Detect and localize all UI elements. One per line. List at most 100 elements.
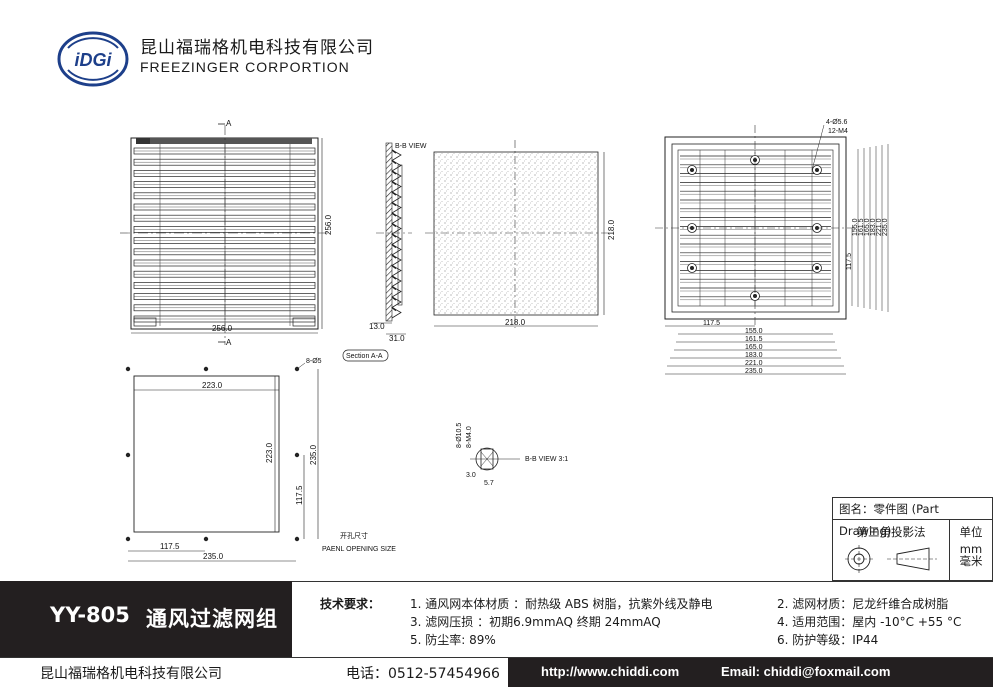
- footer-email-link[interactable]: Email: chiddi@foxmail.com: [721, 664, 891, 679]
- spec-item-4: 4. 适用范围：屋内 -10°C +55 °C: [777, 615, 962, 629]
- rear-height-dim: 235.0: [882, 218, 889, 236]
- section-louver-hatch: [391, 212, 397, 217]
- rear-width-dim: 165.0: [745, 344, 763, 351]
- rear-height-dim: 117.5: [846, 253, 853, 270]
- rear-mount-hole-center: [815, 266, 819, 270]
- legend-projection-label: 第三角投影法: [856, 525, 926, 539]
- technical-drawing: A A 256.0 256.0 B-B VIEW 13.0 31.0 Secti…: [120, 119, 889, 562]
- section-louver-hatch: [391, 285, 397, 291]
- cutout-half-height: 117.5: [295, 485, 304, 505]
- specs-label: 技术要求：: [320, 597, 381, 611]
- detail-label: B-B VIEW 3:1: [525, 456, 568, 463]
- company-logo: iDGi: [57, 31, 129, 87]
- front-tab-left: [133, 317, 157, 327]
- section-louver-hatch: [391, 191, 397, 196]
- filter-width-dim: 218.0: [505, 318, 526, 327]
- logo-text: iDGi: [74, 50, 112, 70]
- cutout-half-width: 117.5: [160, 542, 180, 551]
- section-view: B-B VIEW 13.0 31.0 Section A-A: [342, 142, 427, 362]
- cutout-inner-width: 223.0: [202, 381, 223, 390]
- cutout-view: 223.0 223.0 235.0 117.5 117.5 235.0 8-Ø5…: [125, 358, 396, 562]
- rear-width-dim: 155.0: [745, 328, 763, 335]
- section-louver-profile: [391, 149, 402, 319]
- rear-width-dim: 117.5: [703, 320, 720, 327]
- rear-height-dim: 221.0: [876, 218, 883, 236]
- rear-height-dim: 155.0: [852, 218, 859, 236]
- model-panel: YY-805 通风过滤网组: [0, 581, 292, 657]
- cutout-outer-width: 235.0: [203, 552, 224, 561]
- section-louver-hatch: [391, 170, 397, 175]
- section-caption: Section A-A: [346, 353, 383, 360]
- technical-specs: 技术要求： 1. 通风网本体材质 ：耐热级 ABS 树脂，抗紫外线及静电 2. …: [292, 581, 993, 658]
- cutout-caption-cn: 开孔尺寸: [340, 531, 368, 540]
- third-angle-projection-icon: [845, 545, 937, 573]
- company-name-en: FREEZINGER CORPORTION: [140, 59, 350, 75]
- cutout-mount-hole: [125, 536, 131, 542]
- spec-item-3: 3. 滤网压损 ：初期6.9mmAQ 终期 24mmAQ: [410, 615, 661, 629]
- legend-title: 图名：零件图 (Part Drawing): [833, 498, 992, 538]
- legend-unit-mm: mm: [959, 542, 983, 556]
- spec-item-5: 5. 防尘率: 89%: [410, 633, 496, 647]
- legend-unit-label: 单位: [959, 525, 983, 539]
- detail-dim1: 8-Ø10.5: [456, 423, 463, 448]
- cutout-mount-hole: [203, 366, 209, 372]
- cutout-mount-hole: [203, 536, 209, 542]
- drawing-legend: 图名：零件图 (Part Drawing) 第三角投影法 单位 mm 毫米: [832, 497, 993, 581]
- detail-dim2: 8-M4.0: [466, 426, 473, 448]
- section-depth-dim: 13.0: [369, 322, 385, 331]
- legend-unit-cn: 毫米: [959, 554, 983, 568]
- model-name: 通风过滤网组: [146, 607, 278, 631]
- rear-mount-hole-center: [690, 168, 694, 172]
- company-name-cn: 昆山福瑞格机电科技有限公司: [140, 38, 374, 58]
- section-louver-hatch: [391, 149, 397, 154]
- cutout-hole-dim: 8-Ø5: [306, 358, 322, 365]
- spec-item-6: 6. 防护等级：IP44: [777, 633, 879, 647]
- section-louver-hatch: [391, 296, 397, 301]
- cutout-inner-height: 223.0: [265, 442, 274, 463]
- rear-height-dim: 183.0: [870, 218, 877, 236]
- section-depth2-dim: 31.0: [389, 334, 405, 343]
- spec-item-2: 2. 滤网材质：尼龙纤维合成树脂: [777, 597, 949, 611]
- section-louver-hatch: [391, 306, 397, 312]
- section-louver-hatch: [391, 222, 397, 228]
- section-louver-hatch: [391, 180, 397, 186]
- front-view: A A 256.0 256.0: [120, 119, 333, 347]
- rear-mount-hole-center: [690, 266, 694, 270]
- footer-website-link[interactable]: http://www.chiddi.com: [541, 664, 680, 679]
- front-width-dim: 256.0: [212, 324, 233, 333]
- footer-contact-bar: http://www.chiddi.com Email: chiddi@foxm…: [508, 658, 993, 687]
- front-height-dim: 256.0: [324, 214, 333, 235]
- rear-width-dim: 235.0: [745, 368, 763, 375]
- cutout-mount-hole: [294, 452, 300, 458]
- footer-company: 昆山福瑞格机电科技有限公司: [40, 666, 222, 682]
- cutout-outer-height: 235.0: [309, 444, 318, 465]
- section-label-top: A: [226, 119, 232, 128]
- rear-width-dim: 221.0: [745, 360, 763, 367]
- section-louver-hatch: [391, 233, 397, 238]
- footer-phone: 电话：0512-57454966: [346, 666, 500, 682]
- front-tab-right: [292, 317, 316, 327]
- rear-height-dim: 161.5: [858, 218, 865, 236]
- rear-thread-dim: 12-M4: [828, 128, 848, 135]
- section-louver-hatch: [391, 264, 397, 270]
- filter-view: 218.0 218.0: [425, 140, 616, 328]
- cutout-mount-hole: [294, 536, 300, 542]
- filter-height-dim: 218.0: [607, 219, 616, 240]
- rear-mount-hole-center: [815, 168, 819, 172]
- section-louver-hatch: [391, 254, 397, 259]
- section-label-bottom: A: [226, 338, 232, 347]
- section-louver-hatch: [391, 201, 397, 207]
- spec-item-1: 1. 通风网本体材质 ：耐热级 ABS 树脂，抗紫外线及静电: [410, 597, 713, 611]
- bb-view-label: B-B VIEW: [395, 143, 427, 150]
- rear-width-dim: 161.5: [745, 336, 763, 343]
- section-louver-hatch: [391, 159, 397, 165]
- model-code: YY-805: [50, 603, 130, 627]
- cutout-caption-en: PAENL OPENING SIZE: [322, 546, 396, 553]
- detail-view: 8-Ø10.5 8-M4.0 3.0 5.7 B-B VIEW 3:1: [456, 423, 568, 487]
- section-louver-hatch: [391, 243, 397, 249]
- rear-height-dim: 165.0: [864, 218, 871, 236]
- section-louver-hatch: [391, 275, 397, 280]
- rear-hole-dim: 4-Ø5.6: [826, 119, 848, 126]
- detail-dim4: 5.7: [484, 480, 494, 487]
- legend-projection-cell: 第三角投影法: [833, 520, 950, 580]
